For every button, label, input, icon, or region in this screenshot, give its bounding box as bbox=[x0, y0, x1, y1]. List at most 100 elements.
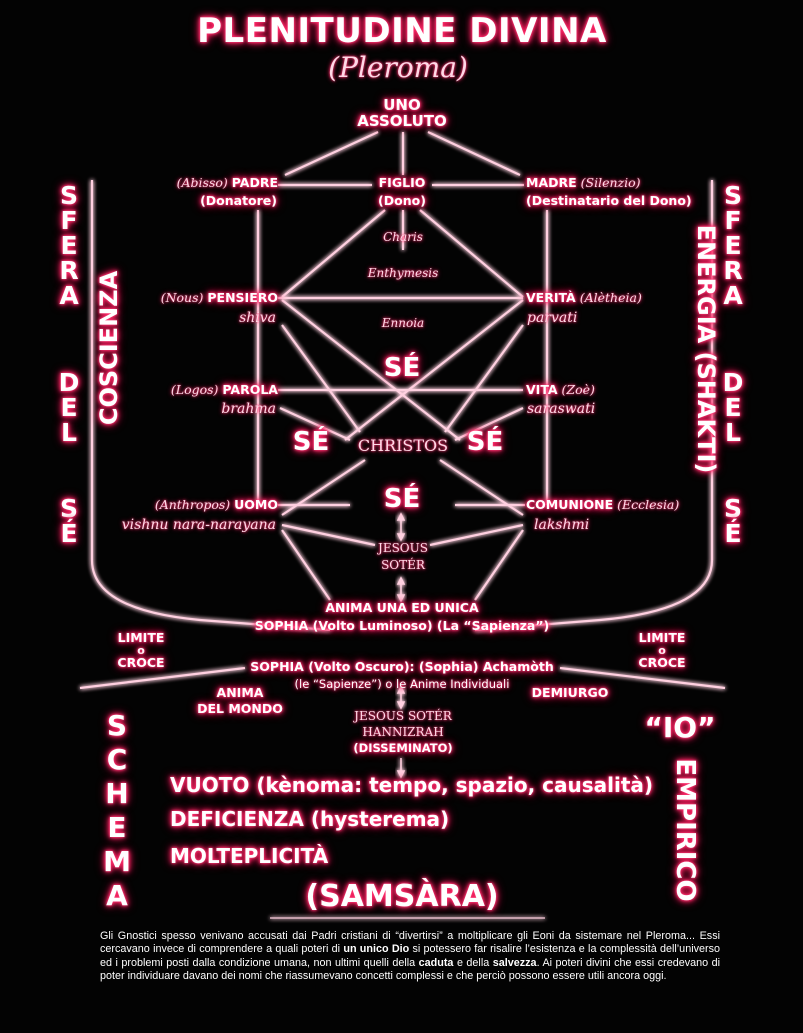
verita-sanskrit: parvati bbox=[527, 310, 578, 326]
sfera-left: S F E R A bbox=[58, 183, 80, 308]
disseminato: (DISSEMINATO) bbox=[353, 741, 453, 755]
figlio-sub: (Dono) bbox=[378, 193, 426, 208]
se-left-letter: S bbox=[59, 494, 78, 523]
padre-greek: (Abisso) bbox=[176, 175, 228, 190]
node-uomo: (Anthropos) UOMO bbox=[154, 497, 278, 512]
del-left: D E L bbox=[58, 370, 80, 445]
sfera-right-letter: E bbox=[724, 231, 742, 260]
comunione-sanskrit: lakshmi bbox=[534, 517, 590, 533]
se-left: SÉ bbox=[292, 427, 330, 457]
page-title: PLENITUDINE DIVINA bbox=[197, 11, 607, 51]
pensiero-name: PENSIERO bbox=[207, 290, 278, 305]
padre-name: PADRE bbox=[231, 175, 278, 190]
limite-left-o: o bbox=[137, 644, 145, 657]
sophia-oscuro: SOPHIA (Volto Oscuro): (Sophia) Achamòth bbox=[250, 659, 554, 674]
vita-greek: (Zoè) bbox=[561, 382, 595, 397]
sfera-right-letter: F bbox=[724, 206, 742, 235]
se-top: SÉ bbox=[383, 353, 421, 383]
edge-assoluto-madre bbox=[427, 131, 521, 176]
node-assoluto: ASSOLUTO bbox=[357, 112, 447, 130]
caption-part: . Ai poteri divini che essi credevano di… bbox=[100, 956, 721, 983]
del-right-letter: D bbox=[722, 368, 744, 397]
caption-bold: caduta bbox=[418, 956, 454, 969]
uomo-sanskrit: vishnu nara-narayana bbox=[121, 517, 276, 533]
cup-left bbox=[90, 180, 331, 632]
madre-sub: (Destinatario del Dono) bbox=[526, 193, 692, 208]
se-bottom: SÉ bbox=[383, 484, 421, 514]
node-vita: VITA (Zoè) bbox=[526, 382, 595, 397]
sfera-left-letter: A bbox=[59, 281, 79, 310]
deficienza: DEFICIENZA (hysterema) bbox=[170, 807, 450, 831]
sfera-left-letter: F bbox=[60, 206, 78, 235]
vuoto: VUOTO (kènoma: tempo, spazio, causalità) bbox=[170, 773, 654, 797]
node-madre: MADRE (Silenzio) bbox=[526, 175, 641, 190]
edge-assoluto-padre bbox=[284, 131, 379, 176]
edge-uomo-anima bbox=[281, 529, 331, 601]
anime-individuali: (le “Sapienze”) o le Anime Individuali bbox=[294, 677, 510, 691]
edge-vita-christos bbox=[454, 407, 524, 441]
uomo-greek: (Anthropos) bbox=[154, 497, 231, 512]
hannizrah: HANNIZRAH bbox=[362, 725, 444, 739]
energia-label: ENERGIA (SHAKTI) bbox=[692, 224, 720, 474]
sfera-left-letter: R bbox=[59, 256, 79, 285]
vita-name: VITA bbox=[526, 382, 558, 397]
verita-greek: (Alètheia) bbox=[579, 290, 642, 305]
line-left-lower bbox=[79, 666, 246, 690]
edge-parola-christos bbox=[279, 406, 351, 442]
se-left-side: S É bbox=[58, 496, 80, 546]
page-subtitle: (Pleroma) bbox=[328, 51, 468, 84]
se-right: SÉ bbox=[466, 427, 504, 457]
se-left-letter: É bbox=[60, 519, 78, 548]
node-christos: CHRISTOS bbox=[357, 436, 449, 455]
anima-mondo-1: ANIMA bbox=[216, 685, 264, 700]
caption-part: e della bbox=[453, 956, 493, 969]
parola-greek: (Logos) bbox=[170, 382, 219, 397]
caption-part: Gli Gnostici spesso venivano accusati da… bbox=[100, 930, 720, 956]
jesous-1: JESOUS bbox=[378, 541, 428, 555]
node-figlio: FIGLIO bbox=[378, 175, 426, 190]
samsara: (SAMSÀRA) bbox=[305, 879, 499, 914]
demiurgo: DEMIURGO bbox=[531, 685, 609, 700]
croce-left: CROCE bbox=[117, 655, 165, 670]
sfera-right-letter: A bbox=[723, 281, 743, 310]
caption-bold: salvezza bbox=[492, 956, 537, 969]
edge-uomo-jesous bbox=[281, 523, 376, 547]
sfera-right-letter: R bbox=[723, 256, 743, 285]
del-left-letter: E bbox=[60, 393, 78, 422]
comunione-greek: (Ecclesia) bbox=[617, 497, 680, 512]
schema-letter: M bbox=[103, 845, 131, 878]
sophia-luminoso: SOPHIA (Volto Luminoso) (La “Sapienza”) bbox=[254, 618, 550, 633]
uomo-name: UOMO bbox=[234, 497, 278, 512]
padre-sub: (Donatore) bbox=[200, 193, 277, 208]
del-right-letter: E bbox=[724, 393, 742, 422]
aeon-ennoia: Ennoia bbox=[381, 316, 425, 330]
limite-right-o: o bbox=[658, 644, 666, 657]
edge-comunione-anima bbox=[474, 529, 524, 601]
aeon-charis: Charis bbox=[383, 230, 423, 244]
se-right-side: S É bbox=[722, 496, 744, 546]
schema-letter: E bbox=[107, 811, 127, 844]
parola-name: PAROLA bbox=[222, 382, 278, 397]
node-padre: (Abisso) PADRE bbox=[176, 175, 278, 190]
anima-mondo-2: DEL MONDO bbox=[197, 701, 283, 716]
coscienza-label: COSCIENZA bbox=[95, 270, 123, 426]
se-right-letter: É bbox=[724, 519, 742, 548]
molteplicita: MOLTEPLICITÀ bbox=[170, 844, 329, 868]
node-comunione: COMUNIONE (Ecclesia) bbox=[526, 497, 680, 512]
edge-x3 bbox=[281, 324, 361, 433]
edge-x1 bbox=[281, 299, 461, 441]
del-left-letter: D bbox=[58, 368, 80, 397]
aeon-enthymesis: Enthymesis bbox=[367, 266, 439, 280]
sfera-right-letter: S bbox=[723, 181, 742, 210]
del-left-letter: L bbox=[61, 418, 77, 447]
schema-letter: A bbox=[106, 879, 128, 912]
line-right-lower bbox=[559, 666, 726, 690]
madre-name: MADRE bbox=[526, 175, 577, 190]
edge-christos-uomo bbox=[281, 459, 366, 516]
madre-greek: (Silenzio) bbox=[580, 175, 641, 190]
cup-right bbox=[474, 180, 714, 632]
soter-1: SOTÉR bbox=[381, 558, 425, 572]
pensiero-greek: (Nous) bbox=[160, 290, 204, 305]
edge-figlio-pensiero bbox=[281, 209, 386, 298]
